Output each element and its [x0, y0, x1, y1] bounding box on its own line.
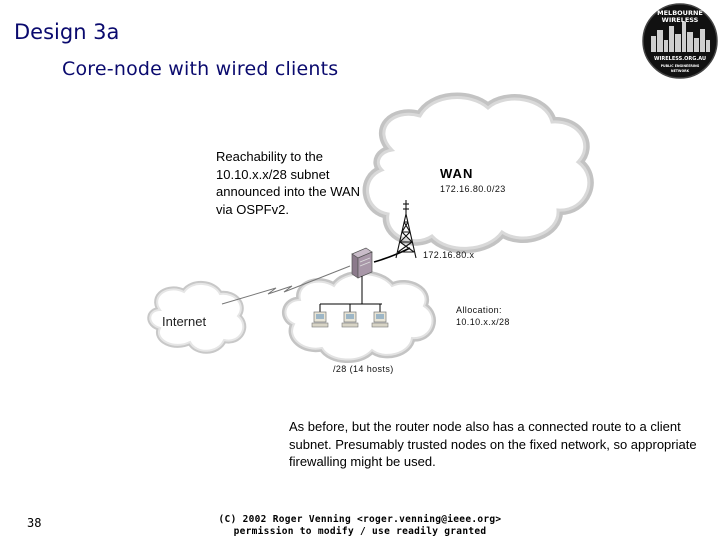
slide-number: 38	[27, 516, 41, 530]
host-computer-icon	[312, 312, 328, 327]
reachability-note: Reachability to the 10.10.x.x/28 subnet …	[216, 148, 366, 218]
footer-copyright: (C) 2002 Roger Venning <roger.venning@ie…	[190, 514, 530, 538]
router-icon	[352, 248, 372, 278]
host-computer-icon	[372, 312, 388, 327]
allocation-label: Allocation: 10.10.x.x/28	[456, 304, 536, 328]
footer-line-1: (C) 2002 Roger Venning <roger.venning@ie…	[190, 514, 530, 526]
internet-label: Internet	[162, 314, 206, 329]
host-computer-icon	[342, 312, 358, 327]
wan-cloud	[368, 98, 589, 249]
router-address-label: 172.16.80.x	[423, 250, 474, 260]
slide-description: As before, but the router node also has …	[289, 418, 699, 471]
router-tower-link	[374, 248, 410, 262]
allocation-value: 10.10.x.x/28	[456, 316, 536, 328]
wan-label: WAN	[440, 166, 473, 181]
wan-network-label: 172.16.80.0/23	[440, 184, 506, 194]
subnet-hosts-label: /28 (14 hosts)	[333, 364, 394, 374]
footer-line-2: permission to modify / use readily grant…	[190, 526, 530, 538]
allocation-title: Allocation:	[456, 304, 536, 316]
subnet-cloud	[285, 274, 432, 360]
